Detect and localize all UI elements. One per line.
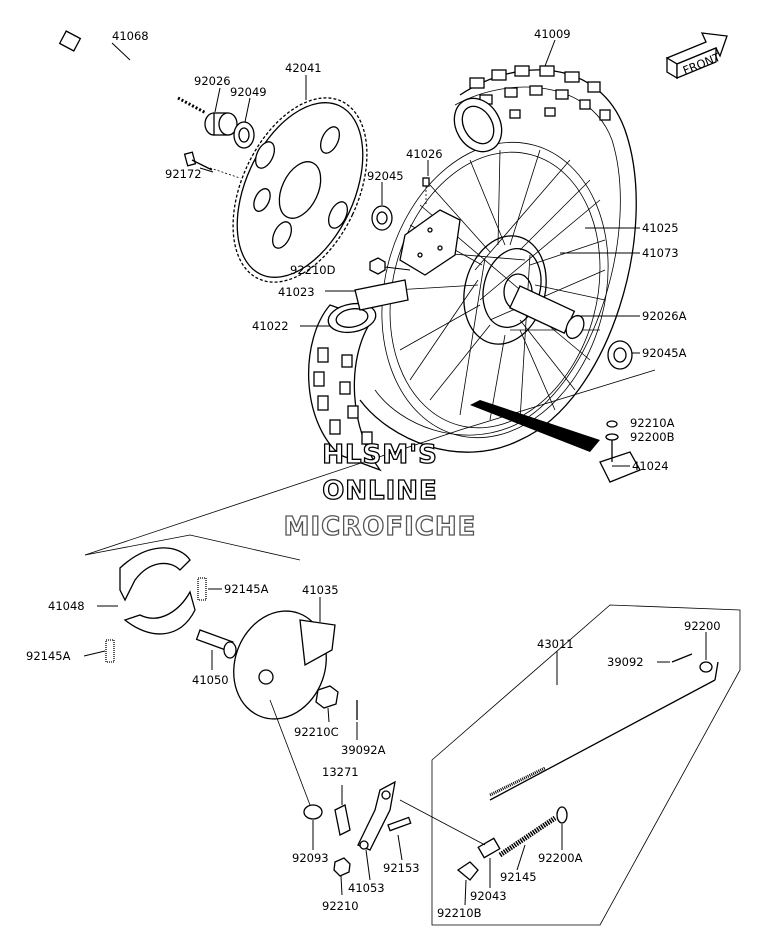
label-92093: 92093: [292, 851, 329, 865]
label-92210B: 92210B: [437, 906, 482, 920]
rear-wheel-41025: [359, 65, 637, 453]
label-13271: 13271: [322, 765, 359, 779]
spring-92145A-left: [105, 639, 115, 663]
cam-41050: [195, 629, 237, 659]
label-41023: 41023: [278, 285, 315, 299]
bolt-92153: [387, 816, 412, 832]
label-41026: 41026: [406, 147, 443, 161]
label-39092: 39092: [607, 655, 644, 669]
label-92045A: 92045A: [642, 346, 687, 360]
spring-92145: [498, 815, 557, 858]
washer-92200: [699, 661, 713, 673]
rim-lock-41024: [599, 420, 641, 483]
label-92200: 92200: [684, 619, 721, 633]
label-92153: 92153: [383, 861, 420, 875]
label-41050: 41050: [192, 673, 229, 687]
bolt-92172: [183, 151, 241, 179]
tire-41022: [308, 302, 382, 472]
sprocket-42041: [232, 97, 368, 283]
seal-92049: [233, 121, 255, 149]
brake-panel-41035: [233, 610, 336, 720]
label-43011: 43011: [537, 637, 574, 651]
label-41025: 41025: [642, 221, 679, 235]
label-92172: 92172: [165, 167, 202, 181]
brake-shoes-41048: [119, 547, 196, 635]
watermark-line-1: HLSM'S: [322, 440, 438, 470]
watermark-line-2: ONLINE: [322, 476, 438, 506]
collar-92026: [204, 112, 238, 136]
label-39092A: 39092A: [341, 743, 386, 757]
part-labels: 41068 41009 92026 42041 92049 92172 4102…: [26, 27, 721, 920]
label-92210C: 92210C: [294, 725, 339, 739]
label-41009: 41009: [534, 27, 571, 41]
label-41035: 41035: [302, 583, 339, 597]
label-92210A: 92210A: [630, 416, 675, 430]
watermark: HLSM'S ONLINE MICROFICHE: [283, 439, 477, 542]
label-92026: 92026: [194, 74, 231, 88]
damper-41073: [399, 209, 461, 276]
brake-rod-43011: [489, 661, 719, 801]
label-41068: 41068: [112, 29, 149, 43]
lever-41053: [357, 780, 396, 851]
label-41073: 41073: [642, 246, 679, 260]
pin-39092: [671, 653, 693, 663]
label-41024: 41024: [632, 459, 669, 473]
label-92049: 92049: [230, 85, 267, 99]
wing-nut-92210B: [456, 861, 479, 881]
front-arrow-icon: FRONT: [665, 32, 728, 80]
bolt-41026: [422, 177, 430, 205]
nut-92210D: [369, 257, 386, 275]
label-92026A: 92026A: [642, 309, 687, 323]
joint-92043: [477, 837, 501, 859]
label-92045: 92045: [367, 169, 404, 183]
axle-41068: [58, 30, 207, 115]
label-41048: 41048: [48, 599, 85, 613]
label-92210D: 92210D: [290, 263, 336, 277]
bearing-92045A: [607, 340, 633, 370]
watermark-line-3: MICROFICHE: [284, 512, 477, 542]
label-41022: 41022: [252, 319, 289, 333]
label-92043: 92043: [470, 889, 507, 903]
label-92210: 92210: [322, 899, 359, 913]
label-42041: 42041: [285, 61, 322, 75]
washer-92200A: [556, 806, 568, 824]
rim-band-41023: [354, 279, 409, 311]
label-92200A: 92200A: [538, 851, 583, 865]
label-41053: 41053: [348, 881, 385, 895]
label-92145A-top: 92145A: [224, 582, 269, 596]
spring-92145A-top: [197, 577, 207, 601]
indicator-13271: [334, 804, 351, 836]
label-92145A-left: 92145A: [26, 649, 71, 663]
bearing-92045: [371, 205, 393, 231]
washer-92093: [303, 804, 323, 820]
nut-92210C: [315, 685, 339, 709]
nut-92210: [333, 857, 351, 877]
label-92145: 92145: [500, 870, 537, 884]
label-92200B: 92200B: [630, 430, 675, 444]
